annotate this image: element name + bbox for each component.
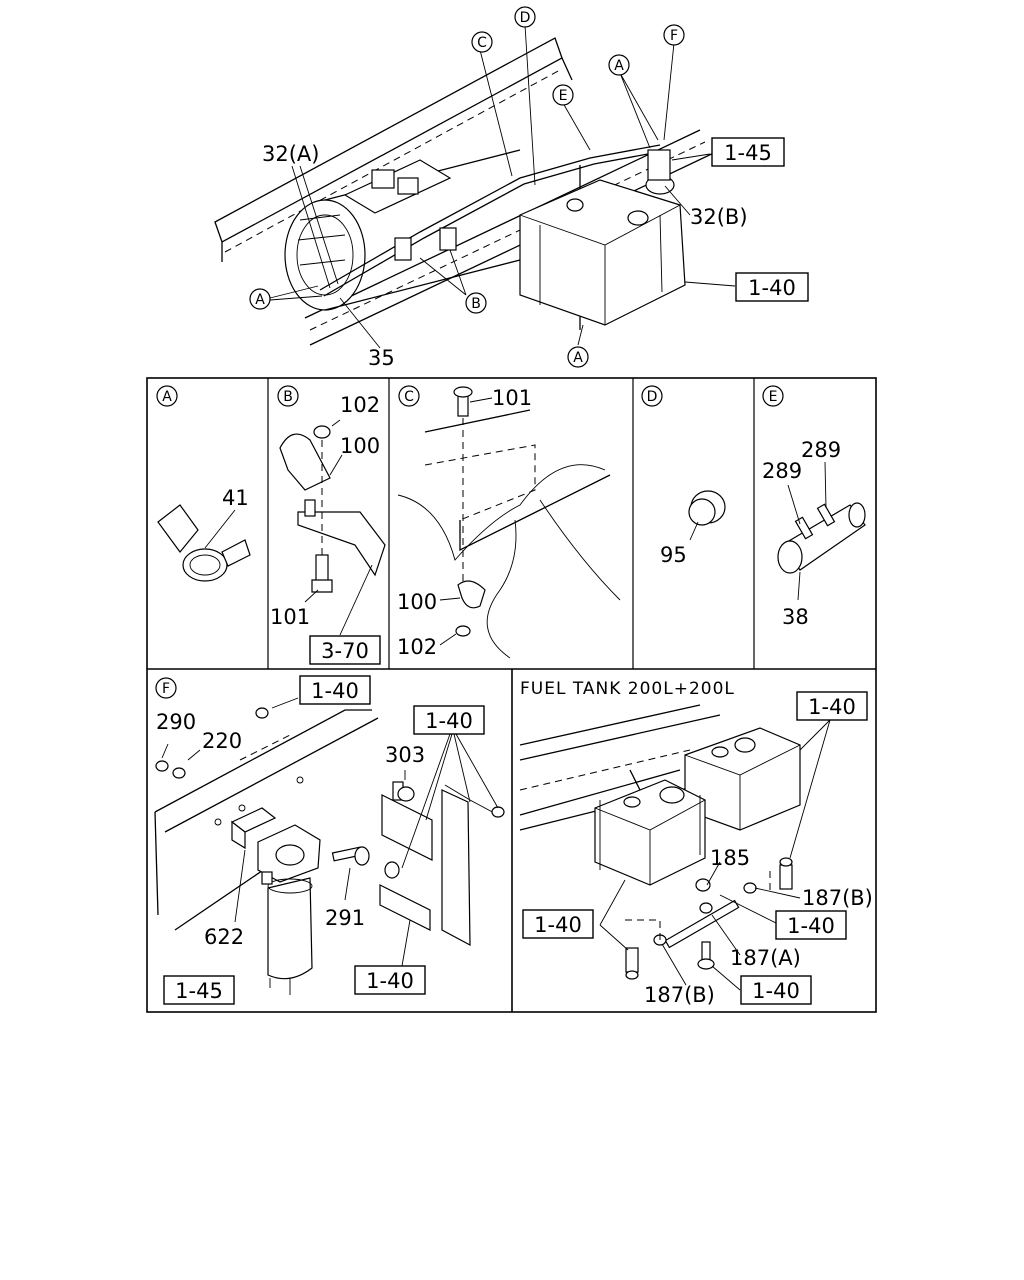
main-assembly-view: C D E A F A B A 32(A) 32(B) 35 1-45 1-40: [214, 6, 809, 370]
detail-f-panel: F: [154, 675, 505, 1005]
label-102-b: 102: [340, 393, 380, 417]
label-290: 290: [156, 710, 196, 734]
label-38: 38: [782, 605, 809, 629]
label-35: 35: [368, 346, 395, 370]
ref-1-40-main: 1-40: [748, 276, 796, 300]
callout-f-circle: [663, 24, 685, 46]
label-101-b: 101: [270, 605, 310, 629]
detail-e-panel: E 289 289 38: [762, 385, 866, 629]
detail-c-panel: C 101 100 102: [397, 385, 621, 659]
label-187b-bottom: 187(B): [644, 983, 715, 1007]
detail-a-panel: A 41: [156, 385, 251, 582]
detail-b-title: B: [283, 389, 293, 405]
callout-f: F: [670, 28, 678, 44]
label-100-b: 100: [340, 434, 380, 458]
label-187b-top: 187(B): [802, 886, 873, 910]
detail-f-title: F: [162, 681, 170, 697]
ref-1-40-f-right: 1-40: [425, 709, 473, 733]
label-41: 41: [222, 486, 249, 510]
ref-3-70: 3-70: [321, 639, 369, 663]
fuel-tank-panel: FUEL TANK 200L+200L: [519, 679, 873, 1007]
callout-a-left: A: [255, 292, 265, 308]
fuel-tank-header: FUEL TANK 200L+200L: [520, 679, 735, 699]
ref-1-45-main: 1-45: [724, 141, 772, 165]
detail-c-title: C: [404, 389, 414, 405]
label-289-left: 289: [762, 459, 802, 483]
callout-e: E: [559, 88, 568, 104]
ref-1-40-tank-bottom: 1-40: [752, 979, 800, 1003]
label-303: 303: [385, 743, 425, 767]
detail-panels-frame: [146, 377, 877, 1013]
ref-1-40-f-bottom: 1-40: [366, 969, 414, 993]
label-32a: 32(A): [262, 142, 319, 166]
label-291: 291: [325, 906, 365, 930]
callout-d-circle: [514, 6, 536, 28]
label-289-right: 289: [801, 438, 841, 462]
ref-1-40-tank-top: 1-40: [808, 695, 856, 719]
ref-1-40-tank-left: 1-40: [534, 913, 582, 937]
callout-c: C: [477, 35, 487, 51]
detail-e-title: E: [769, 389, 778, 405]
label-101-c: 101: [492, 386, 532, 410]
callout-e-circle: [552, 84, 574, 106]
callout-a-top-circle: [608, 54, 630, 76]
label-622: 622: [204, 925, 244, 949]
label-95: 95: [660, 543, 687, 567]
label-187a: 187(A): [730, 946, 801, 970]
callout-a-bottom-circle: [567, 346, 589, 368]
callout-a-bottom: A: [573, 350, 583, 366]
detail-b-panel: B 102 100 101 3-70: [270, 385, 386, 665]
label-32b: 32(B): [690, 205, 748, 229]
detail-d-title: D: [647, 389, 658, 405]
label-220: 220: [202, 729, 242, 753]
callout-b-circle: [465, 292, 487, 314]
callout-a-left-circle: [249, 288, 271, 310]
label-185: 185: [710, 846, 750, 870]
ref-1-40-f-top: 1-40: [311, 679, 359, 703]
callout-a-top: A: [614, 58, 624, 74]
ref-1-45-f: 1-45: [175, 979, 223, 1003]
callout-d: D: [520, 10, 531, 26]
callout-c-circle: [471, 31, 493, 53]
label-100-c: 100: [397, 590, 437, 614]
ref-1-40-tank-mid: 1-40: [787, 914, 835, 938]
detail-d-panel: D 95: [641, 385, 726, 567]
callout-b: B: [471, 296, 481, 312]
label-102-c: 102: [397, 635, 437, 659]
detail-a-title: A: [162, 389, 172, 405]
